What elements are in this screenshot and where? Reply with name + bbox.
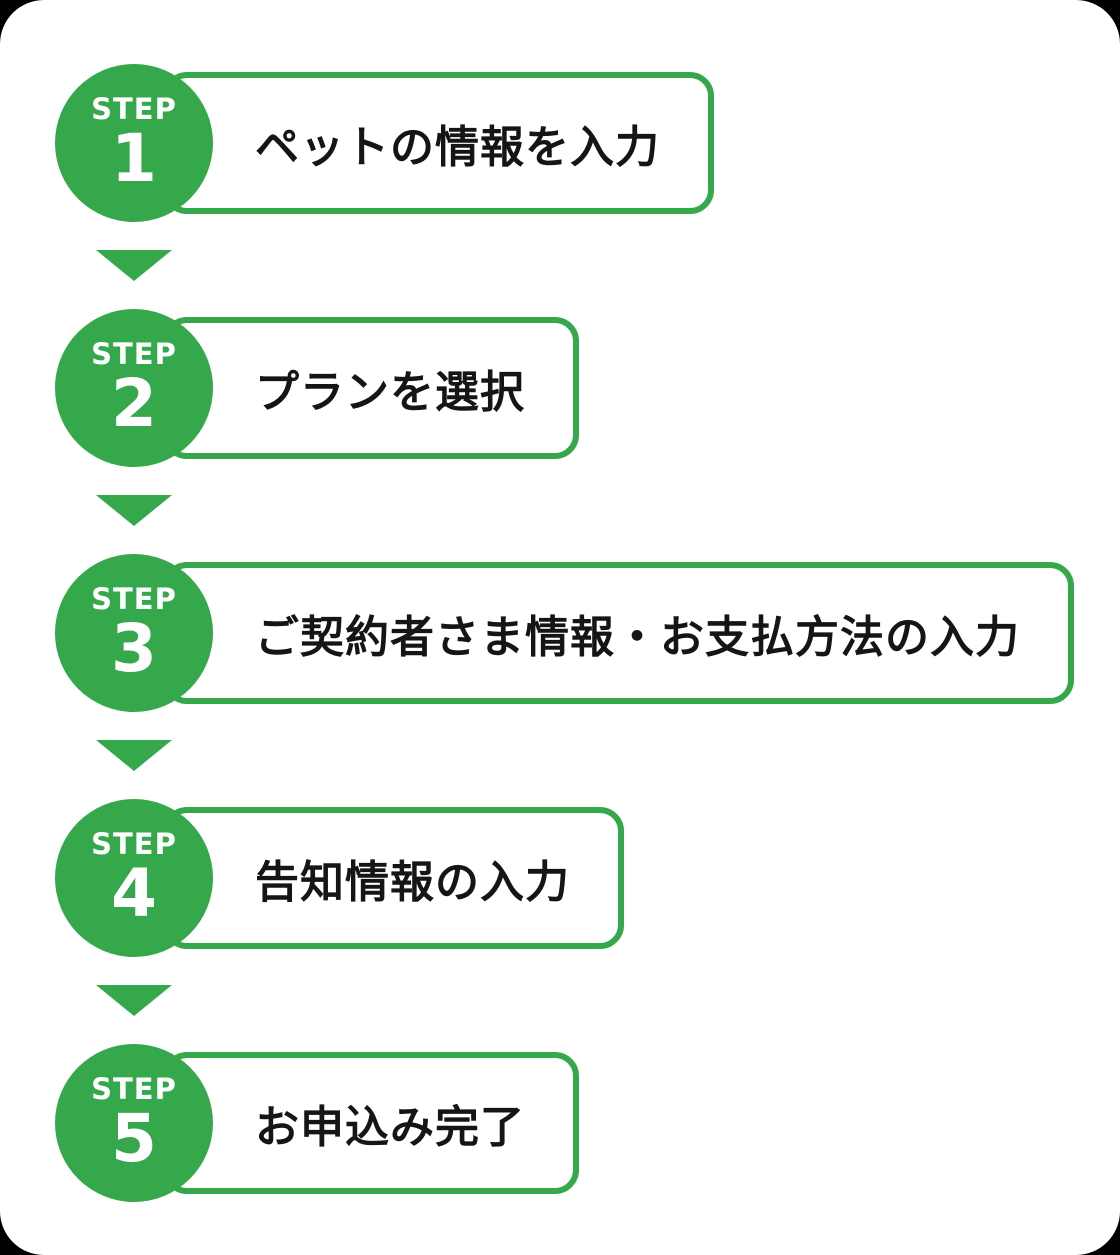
- step-row-5: STEP 5 お申込み完了: [55, 1044, 1090, 1202]
- step-number: 4: [111, 855, 157, 933]
- step-circle-5: STEP 5: [55, 1044, 213, 1202]
- step-label: プランを選択: [255, 367, 525, 418]
- step-row-1: STEP 1 ペットの情報を入力: [55, 64, 1090, 222]
- down-arrow-icon: [96, 985, 172, 1016]
- arrow-row-2: [0, 467, 1120, 554]
- step-row-2: STEP 2 プランを選択: [55, 309, 1090, 467]
- step-label: お申込み完了: [255, 1102, 525, 1153]
- arrow-row-1: [0, 222, 1120, 309]
- step-circle-1: STEP 1: [55, 64, 213, 222]
- step-label-box-3: ご契約者さま情報・お支払方法の入力: [163, 562, 1074, 704]
- step-number: 3: [111, 610, 157, 688]
- step-number: 2: [111, 365, 157, 443]
- step-word: STEP: [91, 1072, 177, 1107]
- step-number: 5: [111, 1100, 157, 1178]
- step-word: STEP: [91, 582, 177, 617]
- step-circle-3: STEP 3: [55, 554, 213, 712]
- step-label-box-1: ペットの情報を入力: [163, 72, 714, 214]
- arrow-row-3: [0, 712, 1120, 799]
- step-label: 告知情報の入力: [255, 857, 570, 908]
- step-label: ご契約者さま情報・お支払方法の入力: [255, 612, 1020, 663]
- down-arrow-icon: [96, 250, 172, 281]
- step-label: ペットの情報を入力: [255, 122, 660, 173]
- step-circle-4: STEP 4: [55, 799, 213, 957]
- step-word: STEP: [91, 92, 177, 127]
- down-arrow-icon: [96, 495, 172, 526]
- step-row-4: STEP 4 告知情報の入力: [55, 799, 1090, 957]
- step-label-box-2: プランを選択: [163, 317, 579, 459]
- step-word: STEP: [91, 337, 177, 372]
- step-label-box-4: 告知情報の入力: [163, 807, 624, 949]
- step-label-box-5: お申込み完了: [163, 1052, 579, 1194]
- step-row-3: STEP 3 ご契約者さま情報・お支払方法の入力: [55, 554, 1090, 712]
- step-circle-2: STEP 2: [55, 309, 213, 467]
- arrow-row-4: [0, 957, 1120, 1044]
- step-word: STEP: [91, 827, 177, 862]
- down-arrow-icon: [96, 740, 172, 771]
- step-number: 1: [111, 120, 157, 198]
